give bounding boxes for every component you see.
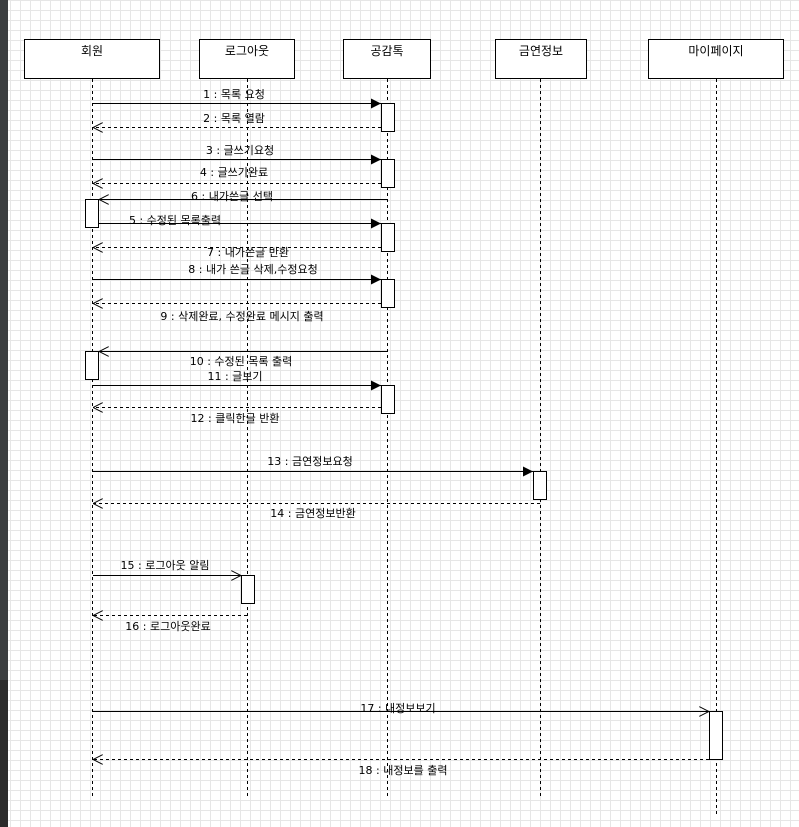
message-17-label: 17 : 내정보보기 (360, 702, 435, 715)
message-8-label: 8 : 내가 쓴글 삭제,수정요청 (188, 263, 317, 276)
participant-logout-box[interactable] (199, 39, 295, 79)
participant-member-box[interactable] (24, 39, 160, 79)
message-12-label: 12 : 클릭한글 반환 (191, 412, 280, 425)
activation-sympathy-5[interactable] (381, 385, 395, 414)
message-18-label: 18 : 내정보를 출력 (359, 764, 448, 777)
message-10-label: 10 : 수정된 목록 출력 (190, 355, 293, 368)
editor-side-panel (0, 0, 8, 827)
activation-logout-1[interactable] (241, 575, 255, 604)
participant-quit-label: 금연정보 (519, 44, 563, 58)
activation-sympathy-1[interactable] (381, 103, 395, 132)
message-4-label: 4 : 글쓰기완료 (200, 166, 268, 179)
message-7-label: 7 : 내가쓴글 반환 (207, 246, 289, 259)
activation-sympathy-3[interactable] (381, 223, 395, 252)
participant-mypage-box[interactable] (648, 39, 784, 79)
activation-sympathy-2[interactable] (381, 159, 395, 188)
message-3-label: 3 : 글쓰기요청 (206, 144, 274, 157)
participant-sympathy-box[interactable] (343, 39, 431, 79)
participant-quit-box[interactable] (495, 39, 587, 79)
message-11-label: 11 : 글보기 (207, 370, 262, 383)
message-14-label: 14 : 금연정보반환 (270, 507, 355, 520)
activation-sympathy-4[interactable] (381, 279, 395, 308)
activation-member-1[interactable] (85, 199, 99, 228)
message-9-label: 9 : 삭제완료, 수정완료 메시지 출력 (160, 310, 323, 323)
activation-quit-1[interactable] (533, 471, 547, 500)
participant-mypage-label: 마이페이지 (688, 44, 743, 58)
participant-sympathy-label: 공감톡 (370, 44, 403, 58)
message-15-label: 15 : 로그아웃 알림 (121, 558, 210, 572)
message-5-label: 5 : 수정된 목록출력 (129, 214, 221, 227)
activation-member-2[interactable] (85, 351, 99, 380)
message-13-label: 13 : 금연정보요청 (267, 455, 352, 468)
message-6-label: 6 : 내가쓴글 선택 (191, 190, 273, 203)
message-16-label: 16 : 로그아웃완료 (125, 620, 210, 633)
activation-mypage-1[interactable] (709, 711, 723, 760)
editor-side-panel-lower (0, 680, 8, 827)
message-1-label: 1 : 목록 요청 (203, 88, 265, 101)
message-2-label: 2 : 목록 열람 (203, 112, 265, 125)
participant-logout-label: 로그아웃 (225, 44, 269, 58)
participant-member-label: 회원 (81, 44, 103, 58)
